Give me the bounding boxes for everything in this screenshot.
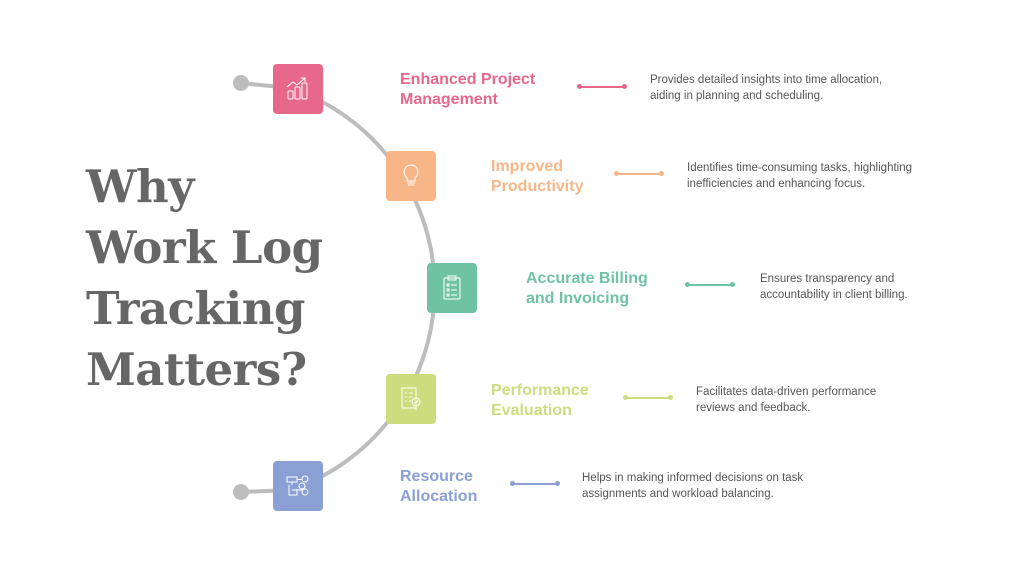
item-title-line: Performance bbox=[491, 382, 589, 399]
item-description-line: assignments and workload balancing. bbox=[582, 488, 774, 500]
connector-line bbox=[510, 481, 560, 486]
item-description-line: reviews and feedback. bbox=[696, 402, 811, 414]
chart-growth-icon bbox=[286, 77, 308, 100]
page-title: Why Work Log Tracking Matters? bbox=[86, 156, 323, 400]
item-title-line: Management bbox=[400, 91, 498, 108]
item-description-line: Ensures transparency and bbox=[760, 273, 895, 285]
item-description-line: inefficiencies and enhancing focus. bbox=[687, 178, 866, 190]
item-description: Ensures transparency and accountability i… bbox=[760, 271, 908, 303]
item-description: Facilitates data-driven performance revie… bbox=[696, 384, 876, 416]
lightbulb-icon bbox=[403, 164, 419, 186]
item-title-line: Allocation bbox=[400, 488, 478, 505]
item-description: Provides detailed insights into time all… bbox=[650, 72, 882, 104]
item-icon-box bbox=[386, 374, 436, 424]
item-description-line: Identifies time-consuming tasks, highlig… bbox=[687, 162, 913, 174]
connector-line bbox=[623, 395, 673, 400]
clipboard-checklist-icon bbox=[443, 275, 461, 300]
item-title-line: Evaluation bbox=[491, 402, 572, 419]
item-title-line: Improved bbox=[491, 158, 564, 175]
title-line: Why bbox=[86, 160, 194, 213]
item-icon-box bbox=[273, 64, 323, 114]
connector-line bbox=[577, 84, 627, 89]
resource-assignment-icon bbox=[286, 475, 309, 496]
item-description: Helps in making informed decisions on ta… bbox=[582, 470, 803, 502]
item-title: Accurate Billing and Invoicing bbox=[526, 269, 648, 309]
item-icon-box bbox=[386, 151, 436, 201]
arc-end-dot bbox=[233, 484, 249, 500]
review-magnifier-icon bbox=[401, 387, 421, 410]
item-description-line: accountability in client billing. bbox=[760, 289, 908, 301]
item-icon-box bbox=[273, 461, 323, 511]
connector-line bbox=[614, 171, 664, 176]
title-line: Matters? bbox=[86, 343, 307, 396]
title-line: Work Log bbox=[86, 221, 323, 274]
item-title-line: and Invoicing bbox=[526, 290, 630, 307]
item-title-line: Resource bbox=[400, 468, 473, 485]
item-title-line: Accurate Billing bbox=[526, 270, 648, 287]
item-description: Identifies time-consuming tasks, highlig… bbox=[687, 160, 912, 192]
item-description-line: Facilitates data-driven performance bbox=[696, 386, 877, 398]
item-icon-box bbox=[427, 263, 477, 313]
connector-line bbox=[685, 282, 735, 287]
item-description-line: aiding in planning and scheduling. bbox=[650, 90, 824, 102]
item-description-line: Helps in making informed decisions on ta… bbox=[582, 472, 804, 484]
item-title-line: Productivity bbox=[491, 178, 584, 195]
item-title-line: Enhanced Project bbox=[400, 71, 536, 88]
title-line: Tracking bbox=[86, 282, 305, 335]
arc-start-dot bbox=[233, 75, 249, 91]
item-description-line: Provides detailed insights into time all… bbox=[650, 74, 883, 86]
